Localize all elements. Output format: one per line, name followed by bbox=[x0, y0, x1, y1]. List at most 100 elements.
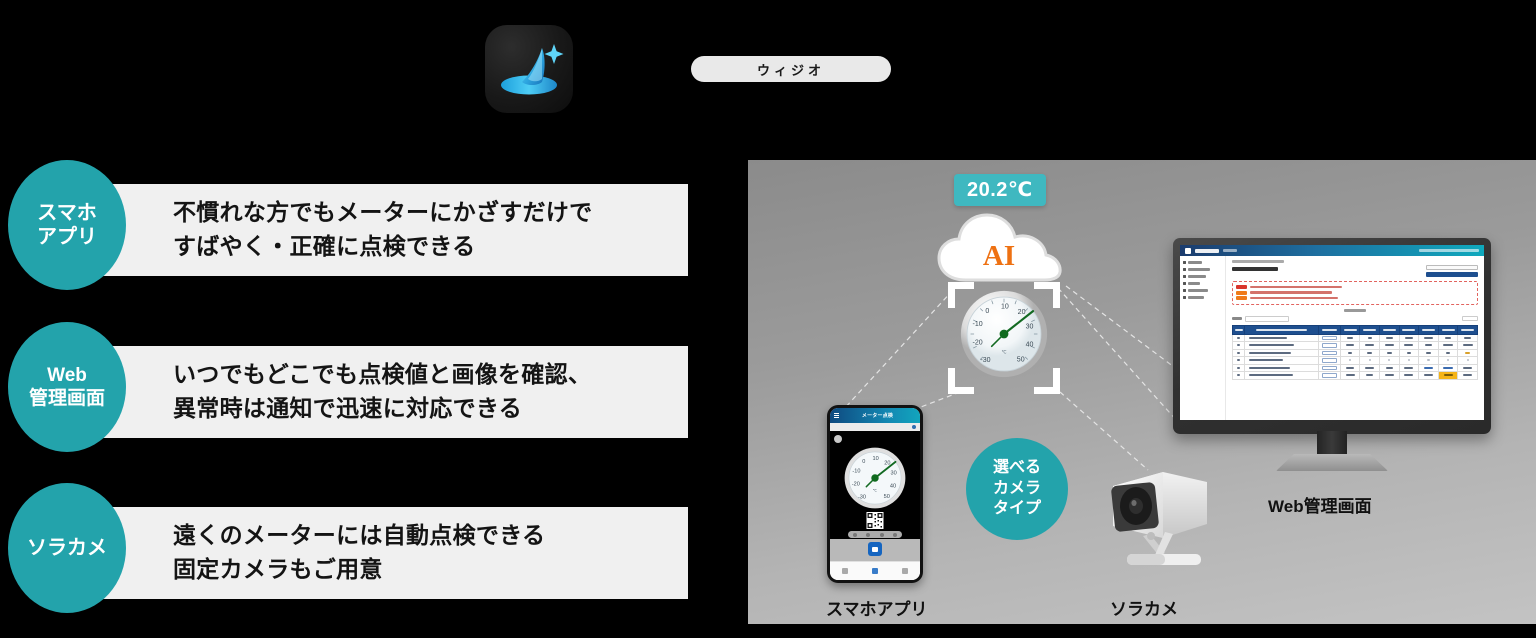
svg-text:0: 0 bbox=[862, 459, 865, 465]
ai-cloud: AI bbox=[934, 210, 1064, 282]
cell-value bbox=[1339, 348, 1361, 357]
camera-shutter-button[interactable] bbox=[868, 542, 882, 556]
svg-text:10: 10 bbox=[873, 456, 879, 462]
cell-name bbox=[1244, 333, 1319, 342]
dashboard-body bbox=[1180, 256, 1484, 420]
cell-value bbox=[1398, 333, 1420, 342]
cell-index bbox=[1231, 348, 1246, 357]
feature-badge-smartphone-app: スマホ アプリ bbox=[8, 160, 126, 290]
sidebar-item[interactable] bbox=[1183, 261, 1222, 264]
cell-value bbox=[1359, 333, 1380, 342]
sidebar-item[interactable] bbox=[1183, 296, 1222, 299]
brand-name-pill: ウィジオ bbox=[691, 56, 891, 82]
sidebar-item-label bbox=[1188, 268, 1210, 271]
alert-row[interactable] bbox=[1236, 296, 1474, 300]
cell-value bbox=[1418, 333, 1439, 342]
export-button[interactable] bbox=[1462, 316, 1478, 321]
table-row[interactable] bbox=[1231, 356, 1478, 365]
cell-name bbox=[1244, 341, 1319, 350]
cell-value bbox=[1418, 341, 1439, 350]
table-body bbox=[1231, 333, 1478, 380]
caption-smartphone-app: スマホアプリ bbox=[826, 600, 928, 619]
cell-action[interactable] bbox=[1317, 333, 1341, 342]
camera-icon bbox=[1183, 282, 1186, 285]
alert-link[interactable] bbox=[1250, 285, 1342, 289]
sidebar-item[interactable] bbox=[1183, 289, 1222, 292]
app-logo-icon bbox=[1185, 247, 1191, 254]
alert-panel bbox=[1232, 280, 1478, 305]
desktop-monitor bbox=[1173, 238, 1491, 471]
feature-description: いつでもどこでも点検値と画像を確認、 異常時は通知で迅速に対応できる bbox=[173, 361, 592, 421]
table-header-row bbox=[1231, 324, 1478, 335]
cell-value bbox=[1437, 348, 1459, 357]
sidebar-item[interactable] bbox=[1183, 282, 1222, 285]
table-row[interactable] bbox=[1231, 371, 1478, 380]
table-row[interactable] bbox=[1231, 363, 1478, 372]
svg-text:40: 40 bbox=[1026, 341, 1034, 348]
cell-value bbox=[1437, 333, 1459, 342]
alert-row[interactable] bbox=[1236, 290, 1474, 295]
cell-value bbox=[1457, 348, 1478, 357]
secondary-button[interactable] bbox=[1426, 264, 1478, 270]
diagram-stage: 20.2℃ AI bbox=[748, 160, 1536, 624]
table-row[interactable] bbox=[1231, 341, 1478, 350]
cell-index bbox=[1231, 371, 1246, 380]
cell-value bbox=[1359, 356, 1380, 365]
phone-tab-alert[interactable] bbox=[890, 562, 920, 580]
dashboard-account-menu[interactable] bbox=[1419, 249, 1479, 252]
cell-name bbox=[1244, 371, 1319, 380]
cell-value bbox=[1418, 363, 1439, 372]
inspection-table bbox=[1231, 324, 1478, 380]
filter-label bbox=[1232, 317, 1242, 320]
cell-action[interactable] bbox=[1317, 371, 1341, 380]
primary-button[interactable] bbox=[1426, 271, 1478, 277]
cell-name bbox=[1244, 363, 1319, 372]
filter-select[interactable] bbox=[1245, 315, 1289, 322]
phone-tab-inspect[interactable] bbox=[860, 562, 890, 580]
svg-text:-30: -30 bbox=[858, 494, 866, 500]
settings-icon bbox=[1183, 289, 1186, 292]
sidebar-item[interactable] bbox=[1183, 268, 1222, 271]
cell-action[interactable] bbox=[1317, 348, 1341, 357]
cell-value bbox=[1398, 341, 1420, 350]
monitor-bezel bbox=[1173, 238, 1491, 434]
alert-row[interactable] bbox=[1236, 285, 1474, 289]
cell-value bbox=[1378, 371, 1400, 380]
cell-action[interactable] bbox=[1317, 341, 1341, 350]
cell-value bbox=[1359, 363, 1380, 372]
cell-value bbox=[1457, 341, 1478, 350]
soracam-device bbox=[1103, 460, 1223, 572]
cell-action[interactable] bbox=[1317, 363, 1341, 372]
alert-link[interactable] bbox=[1250, 296, 1338, 300]
svg-text:50: 50 bbox=[884, 494, 890, 500]
phone-sub-bar bbox=[830, 423, 920, 431]
svg-text:50: 50 bbox=[1017, 356, 1025, 363]
table-col-index bbox=[1231, 324, 1246, 335]
phone-app-title: メーター点検 bbox=[861, 413, 894, 419]
table-head bbox=[1231, 324, 1478, 335]
cell-value bbox=[1359, 371, 1380, 380]
alert-link[interactable] bbox=[1250, 291, 1332, 294]
cell-index bbox=[1231, 333, 1246, 342]
scan-corner-top-right bbox=[1034, 282, 1060, 308]
info-icon[interactable] bbox=[912, 425, 916, 429]
section-heading-label bbox=[1344, 308, 1366, 312]
table-col-d6 bbox=[1437, 324, 1459, 335]
phone-tab-bar bbox=[830, 561, 920, 580]
phone-playback-controls[interactable] bbox=[848, 531, 902, 538]
hamburger-menu-icon[interactable] bbox=[834, 413, 839, 418]
table-col-d2 bbox=[1359, 324, 1380, 335]
status-badge bbox=[1236, 296, 1247, 300]
cell-action[interactable] bbox=[1317, 356, 1341, 365]
table-row[interactable] bbox=[1231, 348, 1478, 357]
table-row[interactable] bbox=[1231, 333, 1478, 342]
user-icon bbox=[1183, 296, 1186, 299]
phone-tab-history[interactable] bbox=[830, 562, 860, 580]
sidebar-item-label bbox=[1188, 289, 1208, 292]
sidebar-item[interactable] bbox=[1183, 275, 1222, 278]
cell-value bbox=[1457, 363, 1478, 372]
scan-corner-bottom-left bbox=[948, 368, 974, 394]
